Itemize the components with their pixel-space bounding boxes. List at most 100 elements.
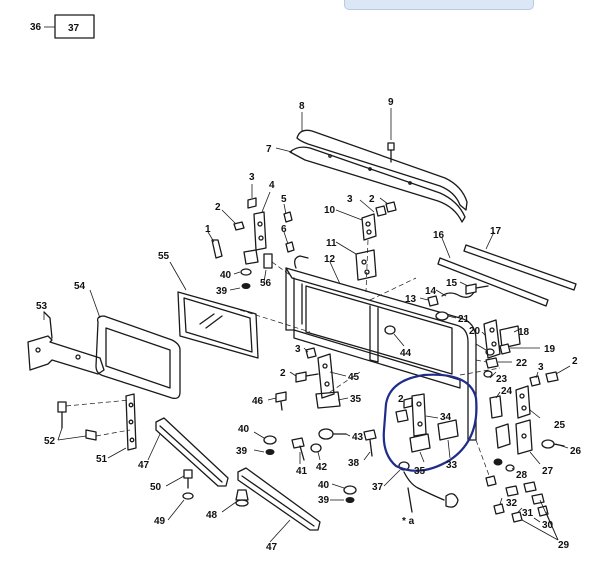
- callout-43: 43: [352, 432, 364, 443]
- callout-49: 49: [154, 516, 166, 527]
- callout-1: 1: [205, 224, 211, 235]
- callout-2a: 2: [215, 202, 221, 213]
- right-hardware: [419, 281, 540, 379]
- sheet-ref-box: [54, 14, 95, 39]
- top-scroll-tab: [344, 0, 534, 10]
- callout-13: 13: [405, 294, 417, 305]
- bracket-53: [27, 311, 105, 375]
- callout-44: 44: [400, 348, 412, 359]
- right-lower-hinge: [475, 365, 571, 541]
- callout-40a: 40: [220, 270, 232, 281]
- callout-41: 41: [296, 466, 308, 477]
- callout-52: 52: [44, 436, 56, 447]
- callout-35a: 35: [350, 394, 362, 405]
- strip-16: [437, 237, 549, 307]
- roof-rail-8: [296, 112, 468, 211]
- figure-ref-label: 36: [30, 22, 42, 33]
- callout-3b: 3: [347, 194, 353, 205]
- callout-2b: 2: [369, 194, 375, 205]
- lower-mid-parts: [330, 429, 459, 513]
- callout-15: 15: [446, 278, 458, 289]
- strap-51: [107, 393, 137, 459]
- callout-39b: 39: [236, 446, 248, 457]
- hinge-upper-right: [329, 197, 397, 293]
- callout-11: 11: [326, 238, 337, 249]
- callout-6: 6: [281, 224, 287, 235]
- callout-2d: 2: [280, 368, 286, 379]
- callout-28: 28: [516, 470, 528, 481]
- highlighted-latch-assembly: [382, 373, 478, 472]
- callout-46: 46: [252, 396, 264, 407]
- callout-10: 10: [324, 205, 336, 216]
- callout-3a: 3: [249, 172, 255, 183]
- callout-47b: 47: [266, 542, 278, 553]
- rail-47-lower: [237, 467, 321, 543]
- sheet-ref-label: 37: [68, 23, 80, 34]
- callout-56: 56: [260, 278, 272, 289]
- roof-rail-7: [275, 146, 466, 223]
- callout-22: 22: [516, 358, 528, 369]
- callout-8: 8: [299, 101, 305, 112]
- callout-29: 29: [558, 540, 570, 551]
- callout-19: 19: [544, 344, 556, 355]
- callout-50: 50: [150, 482, 162, 493]
- strip-17: [463, 231, 577, 291]
- callout-27: 27: [542, 466, 554, 477]
- glass-panel-55: [169, 261, 259, 359]
- callout-45: 45: [348, 372, 360, 383]
- callout-23: 23: [496, 374, 508, 385]
- callout-4: 4: [269, 180, 275, 191]
- callout-7: 7: [266, 144, 272, 155]
- callout-21: 21: [458, 314, 470, 325]
- callout-26: 26: [570, 446, 582, 457]
- window-frame-54: [89, 289, 181, 400]
- fastener-48: [221, 489, 249, 513]
- callout-24: 24: [501, 386, 513, 397]
- callout-5: 5: [281, 194, 287, 205]
- callout-39a: 39: [216, 286, 228, 297]
- callout-55: 55: [158, 251, 170, 262]
- callout-20: 20: [469, 326, 481, 337]
- callout-37: 37: [372, 482, 384, 493]
- callout-12: 12: [324, 254, 336, 265]
- callout-48: 48: [206, 510, 218, 521]
- callout-42: 42: [316, 462, 328, 473]
- fastener-50: [165, 469, 193, 489]
- callout-54: 54: [74, 281, 86, 292]
- callout-16: 16: [433, 230, 445, 241]
- highlight-circle: [382, 373, 478, 472]
- callout-14: 14: [425, 286, 437, 297]
- callout-39c: 39: [318, 495, 330, 506]
- hinge-upper-left: [207, 184, 295, 291]
- callout-40b: 40: [238, 424, 250, 435]
- screw-52: [57, 399, 131, 441]
- callout-38: 38: [348, 458, 360, 469]
- center-lower-hinge: [253, 325, 405, 464]
- callout-2e: 2: [398, 394, 404, 405]
- callout-2c: 2: [572, 356, 578, 367]
- callout-40c: 40: [318, 480, 330, 491]
- callout-34: 34: [440, 412, 452, 423]
- callout-47a: 47: [138, 460, 150, 471]
- callout-3c: 3: [538, 362, 544, 373]
- callout-35b: 35: [414, 466, 426, 477]
- callout-9: 9: [388, 97, 394, 108]
- callout-18: 18: [518, 327, 530, 338]
- callout-51: 51: [96, 454, 108, 465]
- callout-17: 17: [490, 226, 502, 237]
- figure-reference-header: 36 37: [30, 14, 95, 39]
- washer-49: [167, 492, 194, 521]
- callout-note: * a: [402, 516, 415, 527]
- callout-25: 25: [554, 420, 566, 431]
- callout-31: 31: [522, 508, 534, 519]
- callout-30: 30: [542, 520, 554, 531]
- rail-47-upper: [147, 417, 229, 487]
- callout-labels: 8 9 7 3 4 2 5 6 1 40 39 56 3 2 10 11 12 …: [36, 97, 582, 553]
- callout-53: 53: [36, 301, 48, 312]
- callout-32: 32: [506, 498, 518, 509]
- callout-3d: 3: [295, 344, 301, 355]
- bolt-9: [387, 108, 395, 163]
- door-frame: [239, 255, 501, 441]
- callout-33: 33: [446, 460, 458, 471]
